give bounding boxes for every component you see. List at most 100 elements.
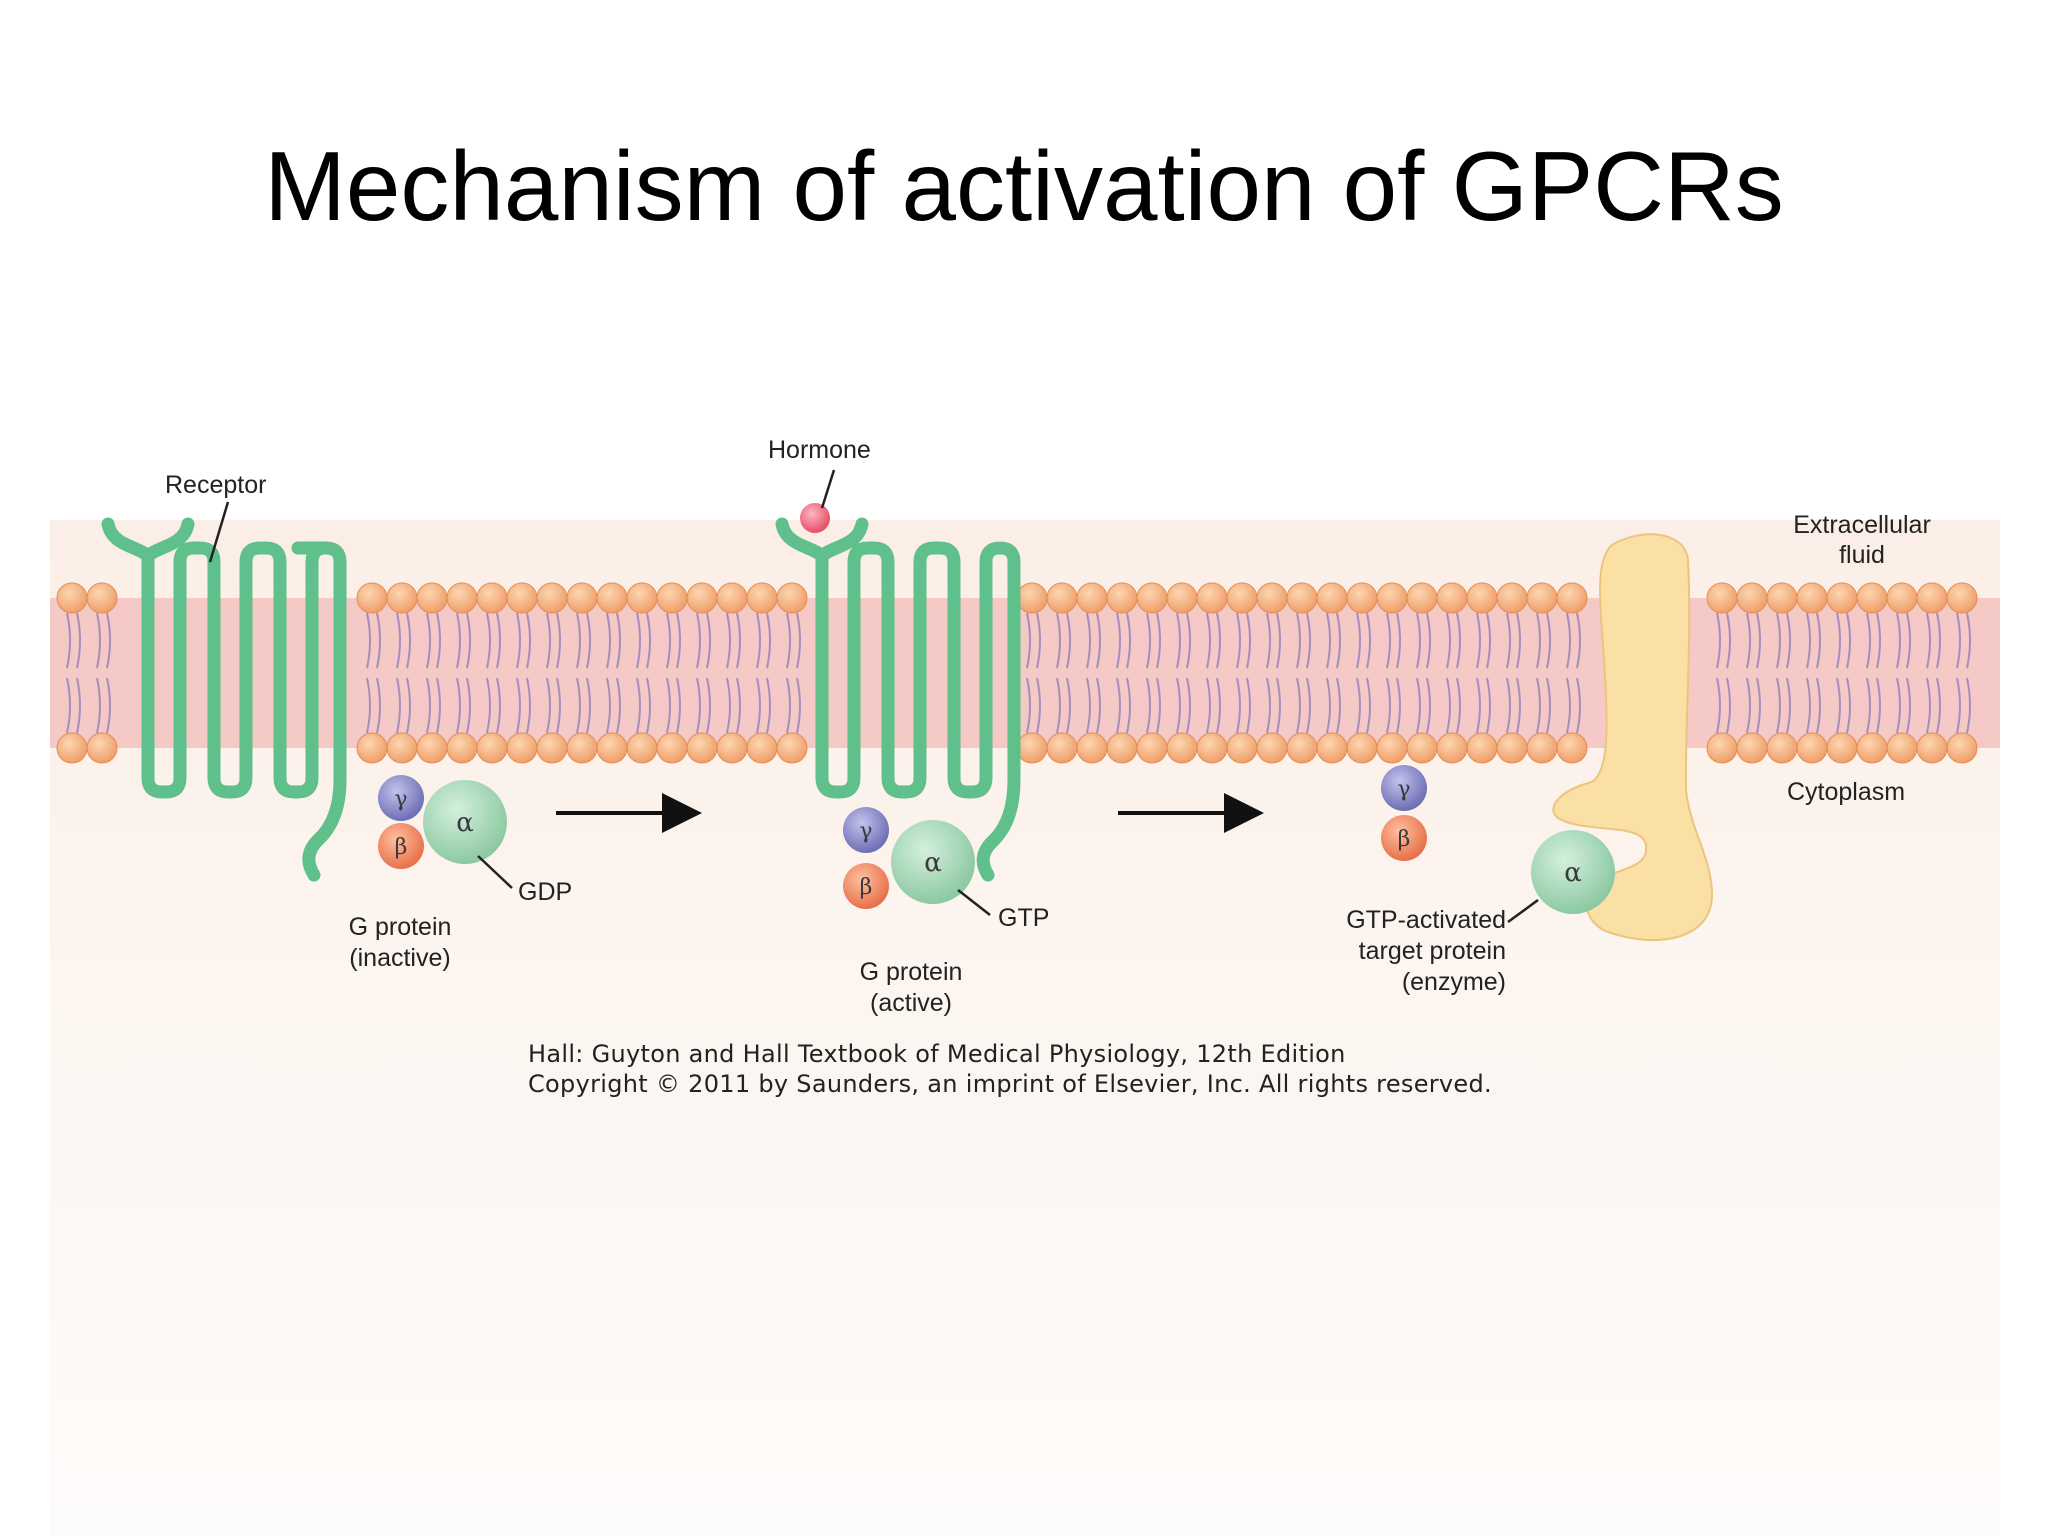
g-protein-active: α γ β — [843, 807, 975, 909]
phospholipid-head — [446, 732, 478, 764]
phospholipid-head — [1496, 582, 1528, 614]
lipid-tail — [606, 677, 611, 734]
lipid-tail — [466, 677, 471, 734]
lipid-tail — [1296, 612, 1301, 669]
phospholipid-head — [776, 732, 808, 764]
lipid-tail — [616, 612, 621, 669]
g-protein-inactive-label: (inactive) — [349, 944, 450, 972]
lipid-tail — [1416, 677, 1421, 734]
alpha-bound-to-enzyme: α — [1531, 830, 1615, 914]
lipid-tail — [636, 612, 641, 669]
lipid-tail — [1716, 612, 1721, 669]
phospholipid-head — [746, 582, 778, 614]
lipid-tail — [1876, 677, 1881, 734]
lipid-tail — [1386, 612, 1391, 669]
lipid-tail — [1066, 612, 1071, 669]
lipid-tail — [516, 677, 521, 734]
citation-line-1: Hall: Guyton and Hall Textbook of Medica… — [528, 1040, 1346, 1068]
lipid-tail — [646, 612, 651, 669]
phospholipid-head — [1436, 732, 1468, 764]
lipid-tail — [1746, 612, 1751, 669]
lipid-tail — [1566, 612, 1571, 669]
lipid-tail — [1326, 677, 1331, 734]
lipid-tail — [1026, 677, 1031, 734]
phospholipid-head — [626, 732, 658, 764]
lipid-tail — [726, 612, 731, 669]
lipid-tail — [1066, 677, 1071, 734]
lipid-tail — [756, 677, 761, 734]
lipid-tail — [426, 612, 431, 669]
lipid-tail — [406, 612, 411, 669]
lipid-tail — [1846, 612, 1851, 669]
svg-text:β: β — [1398, 827, 1411, 852]
lipid-tail — [466, 612, 471, 669]
lipid-tail — [1506, 612, 1511, 669]
lipid-tail — [526, 677, 531, 734]
lipid-tail — [676, 677, 681, 734]
svg-text:γ: γ — [859, 819, 872, 844]
phospholipid-head — [566, 582, 598, 614]
lipid-tail — [1446, 677, 1451, 734]
lipid-tail — [696, 677, 701, 734]
lipid-tail — [1716, 677, 1721, 734]
lipid-tail — [1026, 612, 1031, 669]
lipid-tail — [1186, 612, 1191, 669]
lipid-tail — [426, 677, 431, 734]
lipid-tail — [766, 612, 771, 669]
phospholipid-head — [1016, 582, 1048, 614]
lipid-tail — [1786, 677, 1791, 734]
phospholipid-head — [1496, 732, 1528, 764]
lipid-tail — [486, 677, 491, 734]
lipid-tail — [1936, 612, 1941, 669]
beta-gamma-dimer: γ β — [1381, 765, 1427, 861]
phospholipid-head — [716, 582, 748, 614]
lipid-tail — [1246, 612, 1251, 669]
lipid-tail — [1536, 612, 1541, 669]
alpha-subunit — [891, 820, 975, 904]
phospholipid-head — [1076, 732, 1108, 764]
lipid-tail — [1476, 612, 1481, 669]
phospholipid-head — [536, 732, 568, 764]
lipid-tail — [66, 612, 71, 669]
lipid-tail — [1566, 677, 1571, 734]
phospholipid-head — [1526, 732, 1558, 764]
phospholipid-head — [386, 582, 418, 614]
lipid-tail — [576, 612, 581, 669]
citation-line-2: Copyright © 2011 by Saunders, an imprint… — [528, 1070, 1492, 1098]
phospholipid-head — [1196, 582, 1228, 614]
lipid-tail — [586, 677, 591, 734]
lipid-tail — [1756, 677, 1761, 734]
lipid-tail — [496, 612, 501, 669]
phospholipid-head — [56, 732, 88, 764]
lipid-tail — [1816, 612, 1821, 669]
lipid-tail — [1366, 612, 1371, 669]
phospholipid-head — [476, 732, 508, 764]
lipid-tail — [1546, 612, 1551, 669]
lipid-tail — [1086, 612, 1091, 669]
lipid-tail — [1456, 677, 1461, 734]
lipid-tail — [576, 677, 581, 734]
lipid-tail — [1446, 612, 1451, 669]
svg-text:β: β — [860, 875, 873, 900]
lipid-tail — [676, 612, 681, 669]
slide-title: Mechanism of activation of GPCRs — [264, 131, 1784, 241]
extracellular-label: fluid — [1839, 541, 1885, 569]
lipid-tail — [766, 677, 771, 734]
lipid-tail — [1966, 612, 1971, 669]
lipid-tail — [1476, 677, 1481, 734]
phospholipid-head — [386, 732, 418, 764]
phospholipid-head — [1916, 732, 1948, 764]
phospholipid-head — [536, 582, 568, 614]
phospholipid-head — [56, 582, 88, 614]
lipid-tail — [1386, 677, 1391, 734]
phospholipid-head — [1916, 582, 1948, 614]
lipid-tail — [1036, 677, 1041, 734]
lipid-tail — [1266, 677, 1271, 734]
phospholipid-head — [1736, 732, 1768, 764]
lipid-tail — [1236, 677, 1241, 734]
lipid-tail — [96, 612, 101, 669]
g-protein-inactive: α γ β — [378, 775, 507, 869]
lipid-tail — [1176, 612, 1181, 669]
lipid-tail — [1146, 612, 1151, 669]
lipid-tail — [76, 612, 81, 669]
